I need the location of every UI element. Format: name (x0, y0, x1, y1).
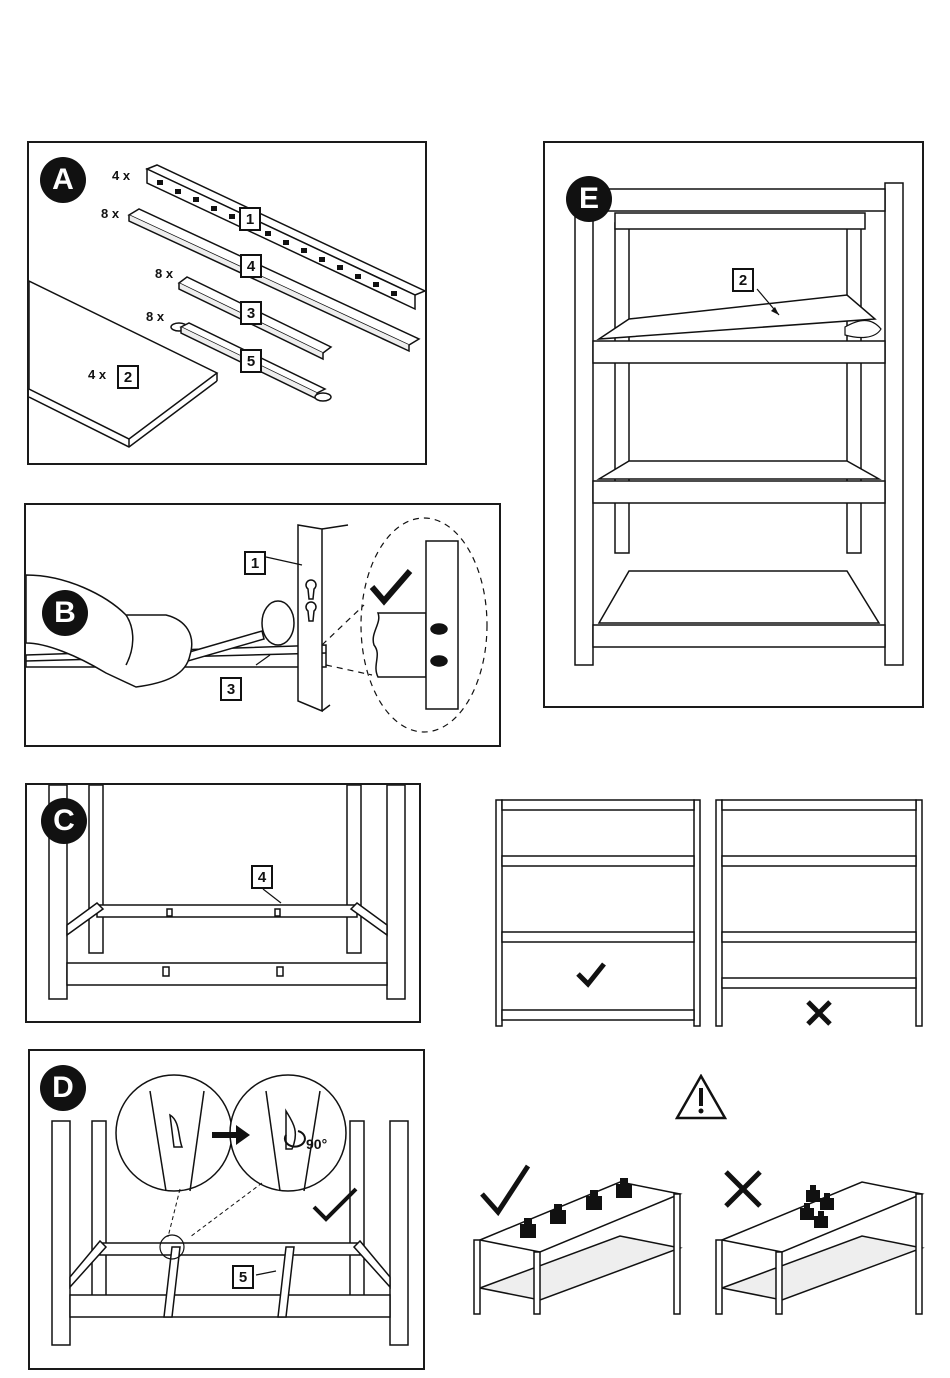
shelf-board (29, 281, 217, 447)
step-badge-d: D (40, 1065, 86, 1111)
qty-label-3: 8 x (155, 266, 173, 281)
upright-right-front (885, 183, 903, 665)
panel-e: E 2 (543, 141, 924, 708)
panel-a: A (27, 141, 427, 465)
part-label-3: 3 (240, 301, 262, 325)
part-label-3: 3 (220, 677, 242, 701)
warning-triangle-icon (675, 1074, 727, 1122)
upright-drawing (298, 525, 348, 711)
qty-label-5: 8 x (146, 309, 164, 324)
incorrect-frame (716, 800, 922, 1026)
top-beam (593, 189, 885, 211)
panel-d: D (28, 1049, 425, 1370)
zoom-detail (373, 541, 458, 709)
load-distribution-diagram (470, 1160, 930, 1320)
front-beam (67, 963, 387, 985)
shelf-insertion-illustration (545, 143, 924, 708)
part-label-5: 5 (232, 1265, 254, 1289)
part-label-1: 1 (244, 551, 266, 575)
check-icon (578, 964, 604, 984)
qty-label-4: 8 x (101, 206, 119, 221)
qty-label-2: 4 x (88, 367, 106, 382)
correct-frame (496, 800, 700, 1026)
rotation-label: 90° (306, 1136, 327, 1152)
part-label-2: 2 (117, 365, 139, 389)
part-label-4: 4 (240, 254, 262, 278)
beam-hammer-illustration (26, 505, 501, 747)
panel-b: B (24, 503, 501, 747)
step-badge-e: E (566, 176, 612, 222)
qty-label-1: 4 x (112, 168, 130, 183)
brace-illustration (30, 1051, 425, 1370)
part-label-1: 1 (239, 207, 261, 231)
part-label-4: 4 (251, 865, 273, 889)
shelf-board-inserting (599, 295, 875, 339)
upright-right-back (347, 785, 361, 953)
cross-icon (808, 1002, 830, 1024)
orientation-comparison (494, 798, 926, 1030)
part-label-5: 5 (240, 349, 262, 373)
long-beam (97, 905, 357, 917)
step-badge-c: C (41, 798, 87, 844)
parts-illustration (29, 143, 427, 465)
panel-c: C 4 (25, 783, 421, 1023)
upright-left-front (575, 209, 593, 665)
cross-icon (726, 1172, 760, 1206)
upright-right-front (387, 785, 405, 999)
check-icon (372, 571, 410, 601)
step-badge-b: B (42, 590, 88, 636)
step-badge-a: A (40, 157, 86, 203)
check-icon (482, 1166, 528, 1212)
upright-left-back (89, 785, 103, 953)
part-label-2: 2 (732, 268, 754, 292)
